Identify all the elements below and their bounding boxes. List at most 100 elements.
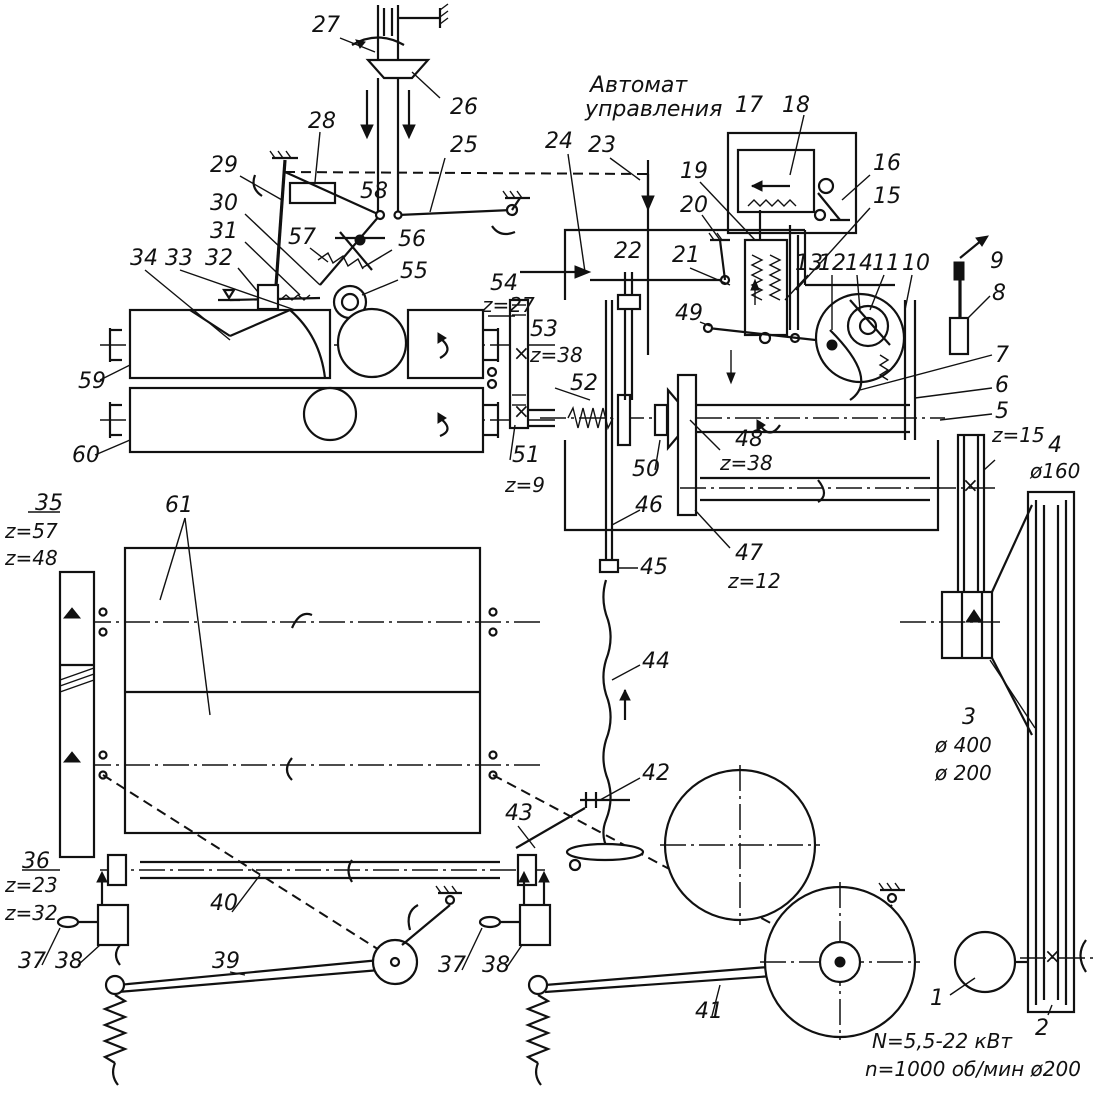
clutch-42-43 (515, 792, 645, 872)
label-2: 2 (1035, 1016, 1049, 1041)
label-40: 40 (210, 891, 238, 916)
svg-text:×: × (513, 399, 530, 423)
label-15: 15 (873, 184, 901, 209)
d-3a: ø 400 (934, 733, 992, 757)
label-52: 52 (570, 371, 598, 396)
label-54: 54 (490, 271, 518, 296)
label-56: 56 (398, 227, 426, 252)
label-19: 19 (680, 159, 708, 184)
z-48: z=38 (719, 451, 773, 475)
arrow-23 (641, 195, 655, 212)
label-14: 14 (845, 251, 873, 276)
label-43: 43 (505, 801, 533, 826)
label-60: 60 (72, 443, 100, 468)
label-18: 18 (782, 93, 810, 118)
link-40-dashed (102, 774, 396, 961)
label-22: 22 (614, 239, 642, 264)
label-34: 34 (130, 246, 158, 271)
label-23: 23 (588, 133, 616, 158)
z-37: z=32 (4, 901, 58, 925)
label-37-right: 37 (438, 953, 466, 978)
upper-left-mechanism (218, 150, 386, 320)
label-11: 11 (872, 251, 900, 276)
label-9: 9 (990, 249, 1004, 274)
drum-60 (100, 386, 560, 454)
relay-mechanism (708, 210, 801, 345)
label-42: 42 (642, 761, 670, 786)
label-17: 17 (735, 93, 763, 118)
label-30: 30 (210, 191, 238, 216)
label-37-left: 37 (18, 949, 46, 974)
automat-label-line1: Автомат (588, 73, 688, 98)
belt-2: × (991, 490, 1095, 1014)
lever-39 (117, 885, 462, 994)
label-51: 51 (512, 443, 540, 468)
label-55: 55 (400, 259, 428, 284)
label-5: 5 (995, 399, 1009, 424)
label-12: 12 (818, 251, 846, 276)
d-3b: ø 200 (934, 761, 992, 785)
vertical-shaft-44 (598, 300, 631, 851)
lever-25 (393, 190, 530, 236)
d-4: ø160 (1029, 459, 1080, 483)
label-24: 24 (545, 129, 573, 154)
drum-59 (100, 307, 560, 380)
label-58: 58 (360, 179, 388, 204)
pulley-3 (900, 590, 1000, 660)
label-53: 53 (530, 317, 558, 342)
leader-lines (22, 37, 1053, 1017)
label-31: 31 (210, 219, 238, 244)
label-27: 27 (312, 13, 340, 38)
label-8: 8 (992, 281, 1006, 306)
z-5: z=15 (991, 423, 1045, 447)
pedal-38-left (56, 870, 130, 1086)
label-44: 44 (642, 649, 670, 674)
svg-text:×: × (1044, 944, 1061, 968)
gear-47 (676, 373, 945, 517)
label-25: 25 (450, 133, 478, 158)
control-link-dashed (284, 171, 649, 175)
label-41: 41 (695, 999, 723, 1024)
label-38-right: 38 (482, 953, 510, 978)
label-61: 61 (165, 493, 193, 518)
label-48: 48 (735, 427, 763, 452)
label-39: 39 (212, 949, 240, 974)
label-59: 59 (78, 369, 106, 394)
control-automat-box (726, 131, 858, 235)
label-28: 28 (308, 109, 336, 134)
label-57: 57 (288, 225, 316, 250)
z-51: z=9 (504, 473, 545, 497)
bottom-shaft (100, 853, 545, 887)
shaft-52 (528, 387, 945, 451)
drum-61 (85, 546, 545, 835)
label-21: 21 (672, 243, 700, 268)
label-13: 13 (795, 251, 823, 276)
pedal-38-right (478, 870, 552, 1086)
label-49: 49 (675, 301, 703, 326)
label-4: 4 (1048, 433, 1062, 458)
label-32: 32 (205, 246, 233, 271)
svg-text:×: × (962, 473, 979, 497)
label-20: 20 (680, 193, 708, 218)
label-6: 6 (995, 373, 1009, 398)
z-36: z=23 (4, 873, 58, 897)
label-29: 29 (210, 153, 238, 178)
automat-label-line2: управления (584, 97, 722, 122)
label-3: 3 (962, 705, 976, 730)
label-16: 16 (873, 151, 901, 176)
pulley-4: × (930, 433, 1000, 597)
label-50: 50 (632, 457, 660, 482)
svg-text:×: × (513, 341, 530, 365)
label-7: 7 (995, 343, 1009, 368)
label-26: 26 (450, 95, 478, 120)
motor-1 (953, 930, 1028, 994)
vertical-shaft-26 (351, 3, 449, 215)
label-38-left: 38 (55, 949, 83, 974)
label-10: 10 (902, 251, 930, 276)
z-35a: z=57 (4, 519, 58, 543)
label-1: 1 (930, 986, 944, 1011)
disc-upper (660, 765, 820, 925)
z-53: z=38 (529, 343, 583, 367)
gear-stack-51-54: × × (486, 298, 530, 430)
